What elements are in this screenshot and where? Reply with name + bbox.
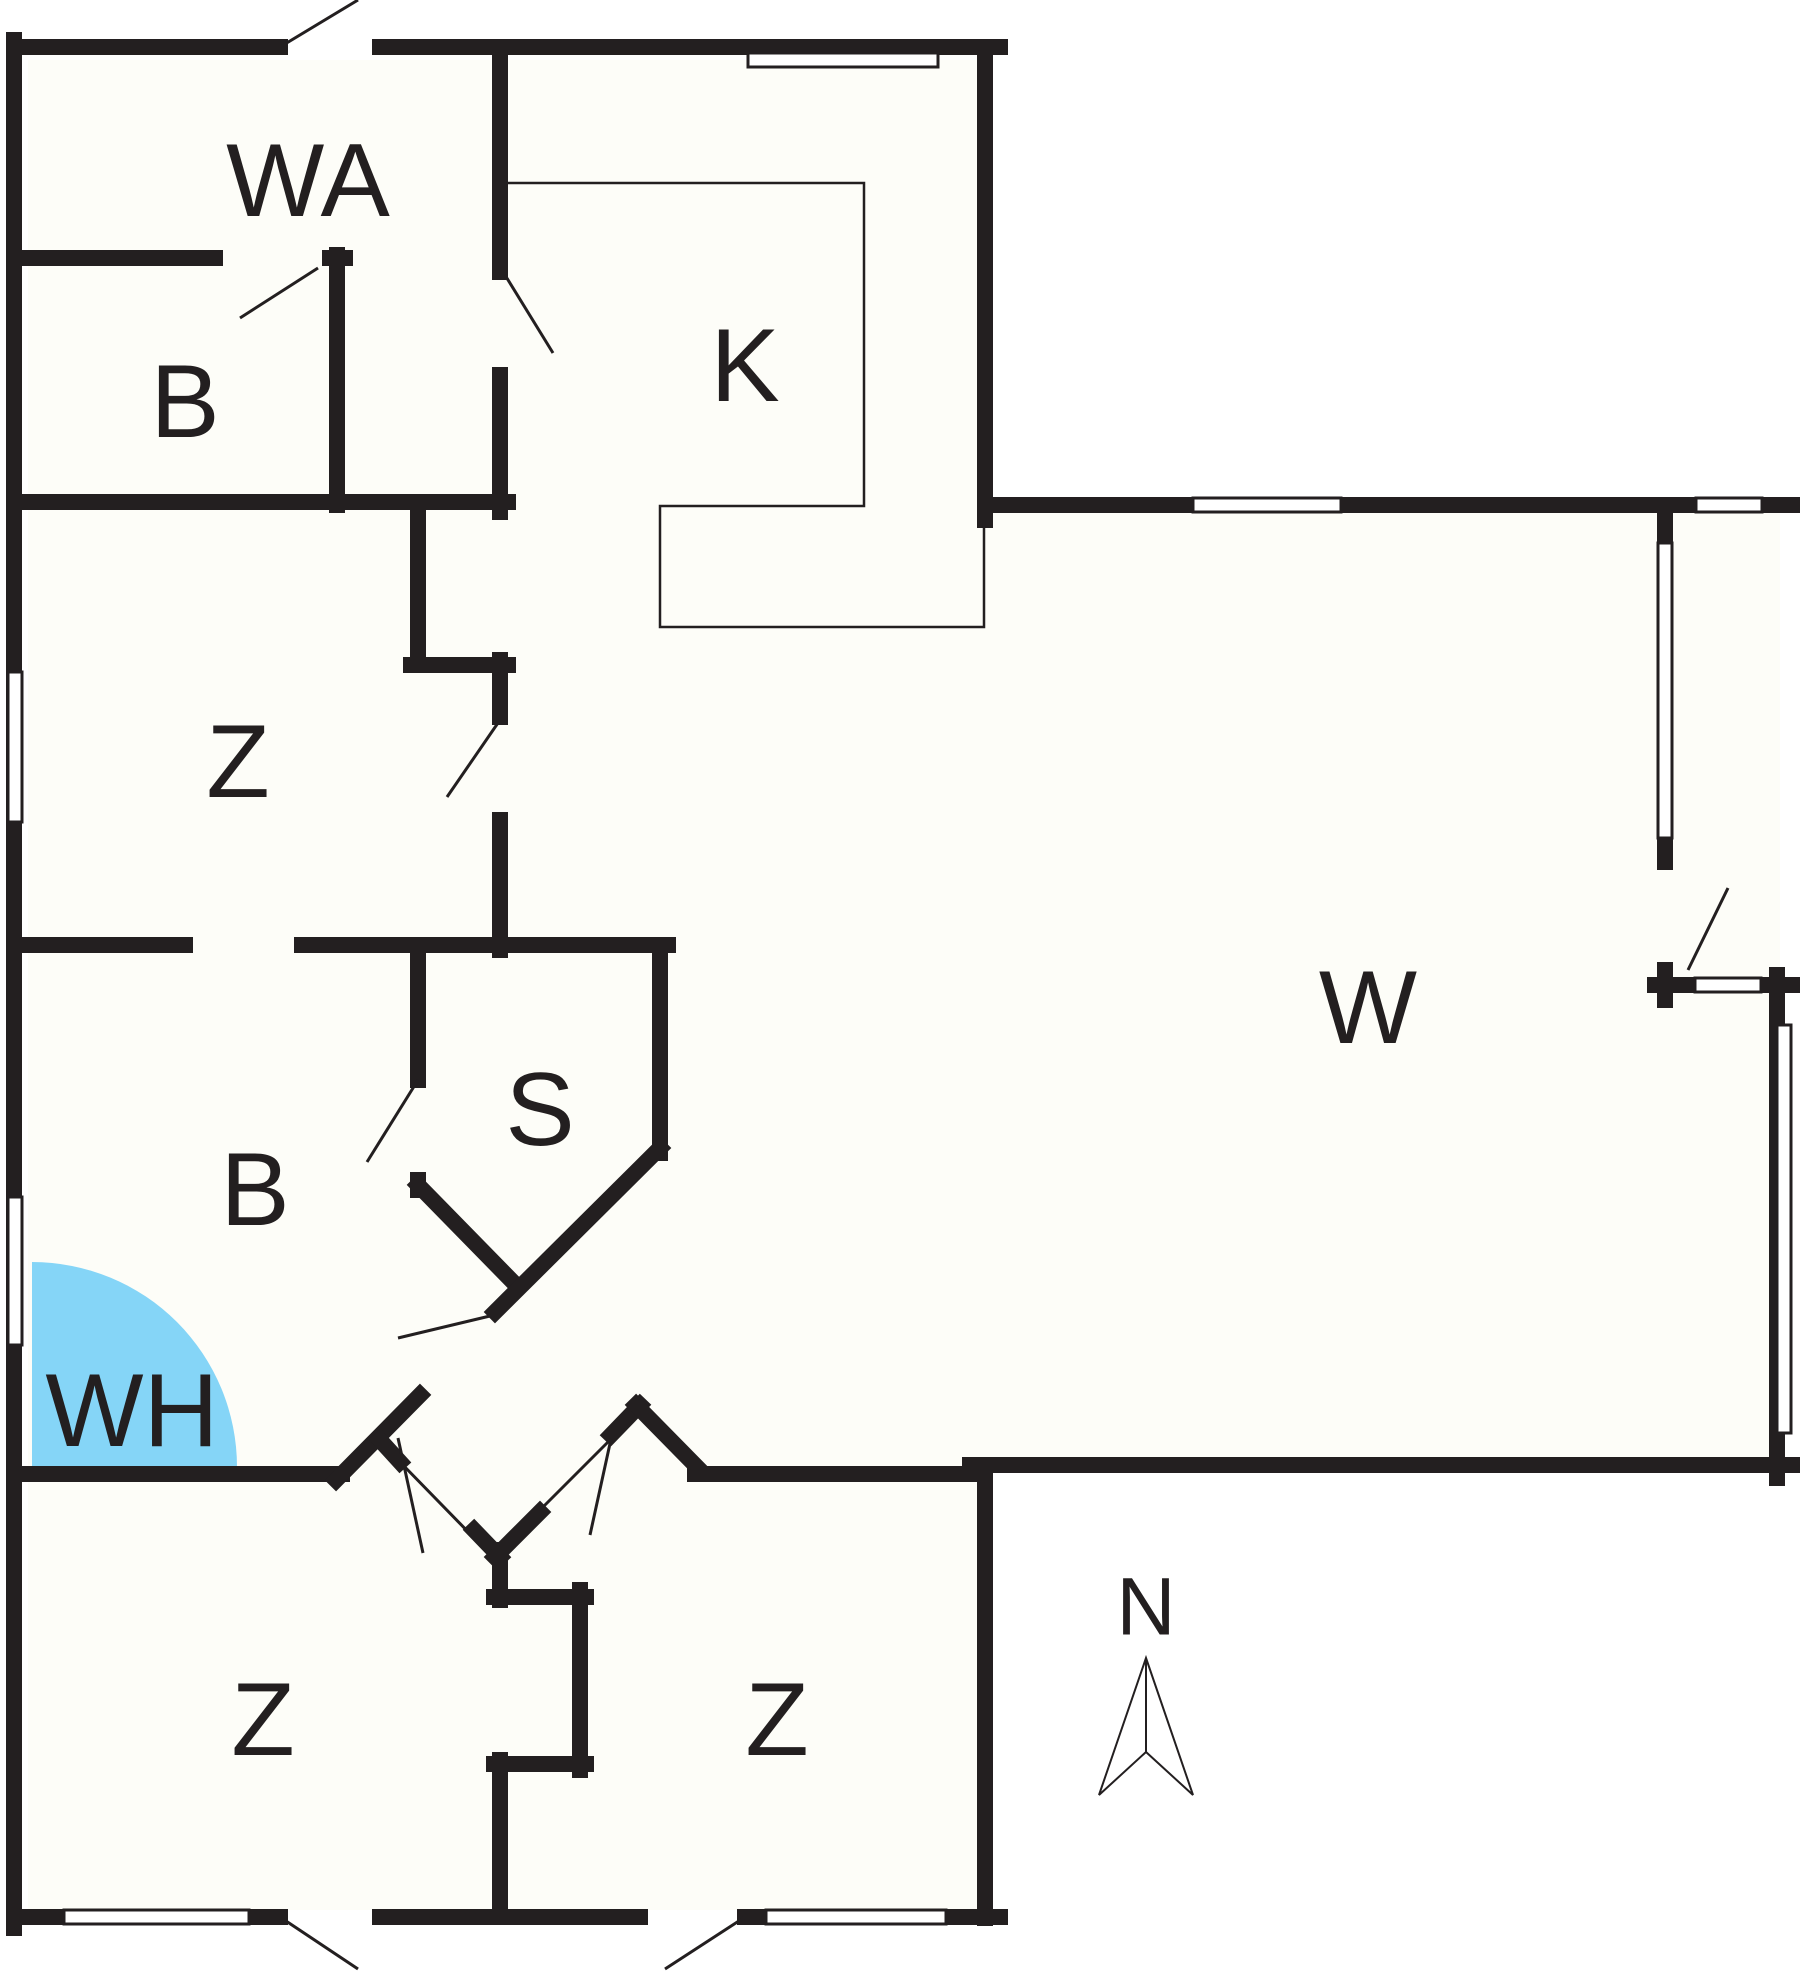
window — [1694, 496, 1764, 514]
window — [1191, 496, 1343, 514]
room-label-wh: WH — [45, 1353, 218, 1469]
room-label-s: S — [505, 1052, 574, 1168]
room-label-z-lower-left: Z — [231, 1662, 295, 1778]
room-label-z-lower-right: Z — [745, 1662, 809, 1778]
windows — [6, 51, 1793, 1926]
kitchen-counter — [508, 181, 986, 629]
window — [1656, 541, 1674, 840]
door-swings — [239, 0, 1730, 1971]
room-label-z-upper: Z — [206, 704, 270, 820]
north-arrow-icon — [1098, 1654, 1194, 1796]
floor-area — [28, 60, 1780, 1910]
compass: N — [1098, 1562, 1194, 1796]
window — [62, 1908, 251, 1926]
window — [764, 1908, 948, 1926]
window — [6, 1195, 24, 1347]
window — [1775, 1023, 1793, 1435]
room-label-b-small: B — [150, 344, 219, 460]
window — [6, 670, 24, 824]
window — [746, 51, 940, 69]
hot-tub — [32, 1262, 237, 1467]
room-label-wa: WA — [226, 123, 390, 239]
room-label-w: W — [1319, 950, 1417, 1066]
compass-label: N — [1116, 1562, 1175, 1653]
room-label-k: K — [710, 308, 779, 424]
window — [1693, 976, 1763, 994]
room-label-b-large: B — [220, 1132, 289, 1248]
